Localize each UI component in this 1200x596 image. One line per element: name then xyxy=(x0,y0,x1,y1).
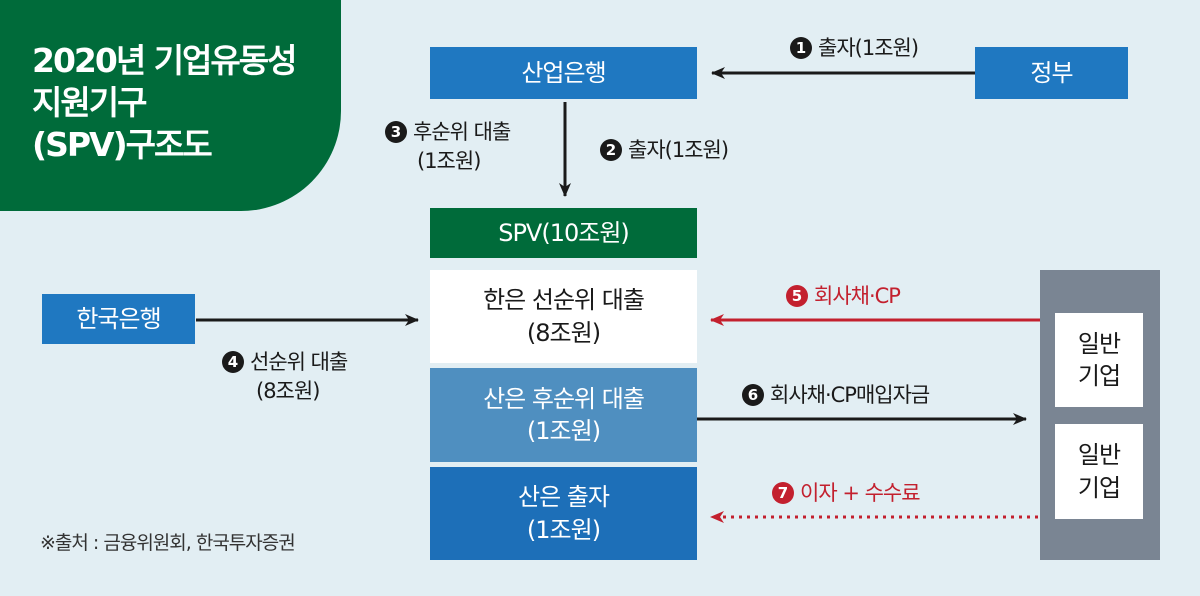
box-text: 일반 xyxy=(1077,441,1121,470)
diagram-title: 2020년 기업유동성 지원기구 (SPV)구조도 xyxy=(0,0,341,211)
flow-text: 이자 + 수수료 xyxy=(800,481,921,505)
flow-text: 회사채·CP xyxy=(814,284,901,308)
bok-box: 한국은행 xyxy=(42,294,195,344)
flow-label-5: 5 회사채·CP xyxy=(786,282,901,311)
flow-label-4: 4 선순위 대출 (8조원) xyxy=(222,348,348,407)
box-text: 산은 출자 xyxy=(518,483,610,512)
flow-label-1: 1 출자(1조원) xyxy=(790,34,919,63)
step-badge: 7 xyxy=(772,482,794,504)
box-text: 기업 xyxy=(1077,473,1121,502)
flow-text: (1조원) xyxy=(417,149,481,174)
flow-label-2: 2 출자(1조원) xyxy=(600,136,729,165)
flow-text: 출자(1조원) xyxy=(628,138,729,162)
flow-text: 선순위 대출 xyxy=(250,350,348,374)
flow-label-7: 7 이자 + 수수료 xyxy=(772,479,921,508)
box-text: 산은 후순위 대출 xyxy=(483,384,645,413)
source-note: ※출처 : 금융위원회, 한국투자증권 xyxy=(40,532,296,554)
flow-text: (8조원) xyxy=(256,379,320,404)
box-text: (8조원) xyxy=(526,318,601,347)
step-badge: 6 xyxy=(742,384,764,406)
step-badge: 2 xyxy=(600,139,622,161)
box-text: (1조원) xyxy=(526,515,601,544)
government-box: 정부 xyxy=(975,47,1128,99)
box-text: 기업 xyxy=(1077,362,1121,390)
flow-label-6: 6 회사채·CP매입자금 xyxy=(742,381,930,410)
box-text: 한은 선순위 대출 xyxy=(483,286,645,315)
flow-text: 후순위 대출 xyxy=(413,120,511,144)
title-line: 지원기구 xyxy=(32,83,147,123)
step-badge: 3 xyxy=(385,121,407,143)
subordinate-loan-box: 산은 후순위 대출 (1조원) xyxy=(430,368,697,462)
flow-text: 출자(1조원) xyxy=(818,36,919,60)
step-badge: 4 xyxy=(222,351,244,373)
step-badge: 5 xyxy=(786,285,808,307)
step-badge: 1 xyxy=(790,37,812,59)
box-text: (1조원) xyxy=(526,417,601,445)
flow-label-3: 3 후순위 대출 (1조원) xyxy=(385,118,511,177)
spv-box: SPV(10조원) xyxy=(430,208,697,258)
equity-box: 산은 출자 (1조원) xyxy=(430,467,697,560)
flow-text: 회사채·CP매입자금 xyxy=(770,383,930,407)
title-line: (SPV)구조도 xyxy=(32,125,213,165)
title-line: 2020년 기업유동성 xyxy=(32,41,298,80)
senior-loan-box: 한은 선순위 대출 (8조원) xyxy=(430,270,697,363)
kdb-box: 산업은행 xyxy=(430,47,697,99)
box-text: 일반 xyxy=(1077,329,1121,358)
